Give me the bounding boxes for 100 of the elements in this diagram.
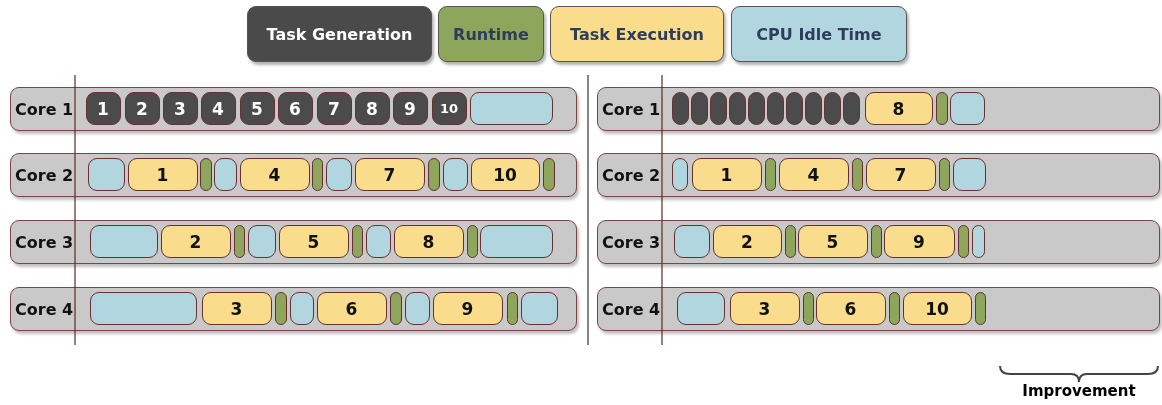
core-label: Core 3 <box>15 231 74 254</box>
runtime-block <box>542 158 555 191</box>
task-generation-block: 8 <box>354 92 390 125</box>
core-row <box>10 287 577 331</box>
runtime-block <box>935 92 948 125</box>
runtime-block <box>427 158 440 191</box>
core-label: Core 2 <box>15 164 74 187</box>
runtime-block <box>233 225 245 258</box>
task-execution-block: 7 <box>354 158 425 191</box>
task-execution-block: 2 <box>160 225 231 258</box>
core-label: Core 2 <box>602 164 661 187</box>
runtime-block <box>974 292 986 325</box>
task-execution-block: 8 <box>393 225 464 258</box>
runtime-block <box>802 292 814 325</box>
task-execution-block: 9 <box>883 225 955 258</box>
core-row <box>10 153 577 197</box>
idle-time-block <box>213 158 237 191</box>
task-generation-block <box>766 92 784 125</box>
task-execution-block: 10 <box>902 292 972 325</box>
runtime-block <box>506 292 518 325</box>
task-generation-block: 6 <box>277 92 313 125</box>
idle-time-block <box>949 92 985 125</box>
idle-time-block <box>442 158 468 191</box>
task-generation-block <box>804 92 822 125</box>
task-generation-block: 4 <box>200 92 236 125</box>
core-label: Core 1 <box>602 98 661 121</box>
runtime-block <box>888 292 900 325</box>
task-generation-block <box>690 92 708 125</box>
improvement-label: Improvement <box>1021 382 1137 400</box>
core-row <box>10 87 577 131</box>
task-execution-block: 3 <box>201 292 272 325</box>
task-execution-block: 2 <box>712 225 782 258</box>
runtime-block <box>938 158 950 191</box>
task-generation-block: 3 <box>162 92 198 125</box>
legend-label: Task Execution <box>569 23 705 46</box>
legend-label: Task Generation <box>265 23 414 46</box>
core-label: Core 4 <box>15 298 74 321</box>
task-generation-block <box>842 92 860 125</box>
idle-time-block <box>673 225 710 258</box>
task-execution-block: 7 <box>865 158 936 191</box>
task-generation-block: 9 <box>392 92 428 125</box>
task-execution-block: 6 <box>316 292 387 325</box>
task-generation-block <box>823 92 841 125</box>
task-generation-block <box>785 92 803 125</box>
runtime-block <box>870 225 882 258</box>
idle-time-block <box>676 292 725 325</box>
task-generation-block: 2 <box>124 92 160 125</box>
task-execution-block: 6 <box>815 292 886 325</box>
runtime-block <box>351 225 363 258</box>
runtime-block <box>764 158 776 191</box>
runtime-block <box>466 225 478 258</box>
idle-time-block <box>89 225 158 258</box>
core-label: Core 4 <box>602 298 661 321</box>
core-label: Core 3 <box>602 231 661 254</box>
core-label: Core 1 <box>15 98 74 121</box>
core-row <box>597 87 1160 131</box>
task-execution-block: 8 <box>864 92 933 125</box>
idle-time-block <box>671 158 688 191</box>
task-generation-block <box>728 92 746 125</box>
idle-time-block <box>952 158 986 191</box>
task-execution-block: 3 <box>729 292 800 325</box>
task-execution-block: 1 <box>127 158 198 191</box>
idle-time-block <box>469 92 553 125</box>
task-execution-block: 4 <box>239 158 310 191</box>
task-generation-block: 10 <box>431 92 467 125</box>
idle-time-block <box>479 225 553 258</box>
core-row <box>597 153 1160 197</box>
task-execution-block: 1 <box>691 158 762 191</box>
idle-time-block <box>247 225 276 258</box>
task-execution-block: 5 <box>797 225 868 258</box>
idle-time-block <box>87 158 125 191</box>
runtime-block <box>311 158 323 191</box>
task-generation-block <box>747 92 765 125</box>
task-generation-block <box>709 92 727 125</box>
task-generation-block <box>671 92 689 125</box>
runtime-block <box>199 158 212 191</box>
runtime-block <box>784 225 796 258</box>
runtime-block <box>957 225 969 258</box>
idle-time-block <box>971 225 985 258</box>
task-generation-block: 5 <box>239 92 275 125</box>
core-row <box>597 287 1160 331</box>
idle-time-block <box>365 225 391 258</box>
idle-time-block <box>89 292 197 325</box>
idle-time-block <box>325 158 352 191</box>
runtime-block <box>851 158 863 191</box>
task-generation-block: 1 <box>85 92 121 125</box>
task-execution-block: 10 <box>470 158 540 191</box>
legend-label: CPU Idle Time <box>755 23 883 46</box>
idle-time-block <box>404 292 430 325</box>
core-row <box>10 220 577 264</box>
idle-time-block <box>289 292 314 325</box>
task-execution-block: 4 <box>778 158 849 191</box>
idle-time-block <box>520 292 558 325</box>
task-generation-block: 7 <box>316 92 352 125</box>
runtime-block <box>274 292 287 325</box>
task-execution-block: 5 <box>278 225 349 258</box>
task-execution-block: 9 <box>432 292 503 325</box>
legend-label: Runtime <box>452 23 530 46</box>
core-row <box>597 220 1160 264</box>
runtime-block <box>389 292 402 325</box>
